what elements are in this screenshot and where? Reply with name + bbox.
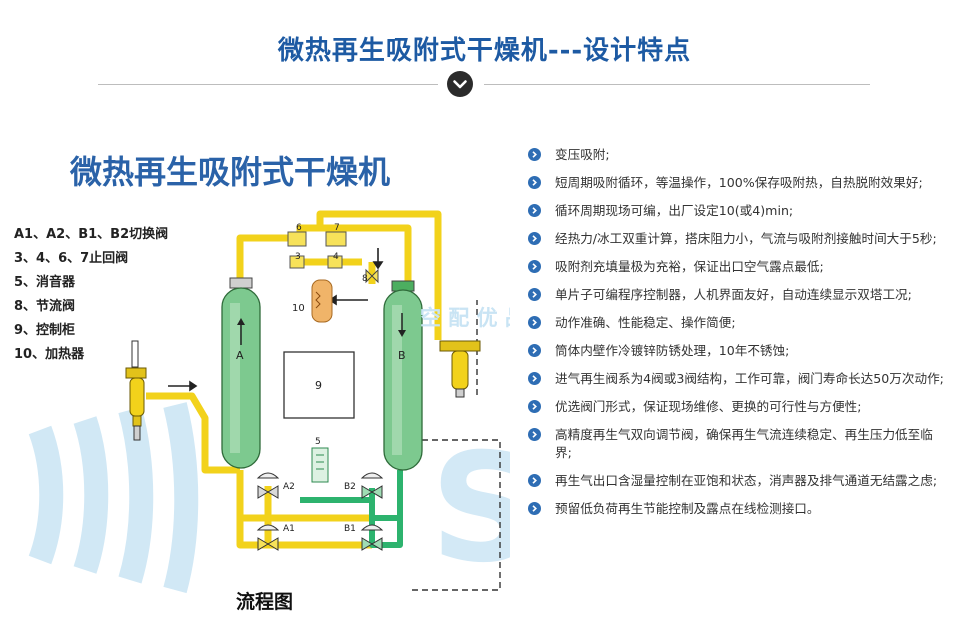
chevron-right-circle-icon bbox=[528, 260, 541, 273]
list-item: 动作准确、性能稳定、操作简便; bbox=[526, 314, 946, 332]
chevron-right-circle-icon bbox=[528, 428, 541, 441]
flow-diagram: S bbox=[0, 120, 538, 637]
legend-item: 3、4、6、7止回阀 bbox=[14, 250, 128, 266]
list-item: 经热力/冰工双重计算，搭床阻力小，气流与吸附剂接触时间大于5秒; bbox=[526, 230, 946, 248]
feature-text: 优选阀门形式，保证现场维修、更换的可行性与方便性; bbox=[555, 399, 862, 414]
feature-text: 高精度再生气双向调节阀，确保再生气流连续稳定、再生压力低至临界; bbox=[555, 427, 933, 460]
regeneration-pipes bbox=[300, 470, 403, 548]
chevron-right-circle-icon bbox=[528, 176, 541, 189]
tower-a-label: A bbox=[236, 349, 244, 362]
list-item: 高精度再生气双向调节阀，确保再生气流连续稳定、再生压力低至临界; bbox=[526, 426, 946, 461]
watermark-background bbox=[28, 402, 199, 594]
list-item: 再生气出口含湿量控制在亚饱和状态，消声器及排气通道无结露之虑; bbox=[526, 472, 946, 490]
tower-a: A bbox=[221, 277, 261, 469]
chevron-right-circle-icon bbox=[528, 372, 541, 385]
legend-item: 9、控制柜 bbox=[14, 322, 75, 338]
feature-text: 吸附剂充填量极为充裕，保证出口空气露点最低; bbox=[555, 259, 824, 274]
list-item: 吸附剂充填量极为充裕，保证出口空气露点最低; bbox=[526, 258, 946, 276]
svg-text:8: 8 bbox=[362, 274, 368, 284]
chevron-right-circle-icon bbox=[528, 232, 541, 245]
svg-text:9: 9 bbox=[315, 379, 322, 392]
legend-item: 5、消音器 bbox=[14, 274, 76, 290]
header-divider-left bbox=[98, 84, 438, 85]
chevron-right-circle-icon bbox=[528, 316, 541, 329]
svg-text:10: 10 bbox=[292, 303, 305, 314]
feature-text: 动作准确、性能稳定、操作简便; bbox=[555, 315, 736, 330]
page-title: 微热再生吸附式干燥机---设计特点 bbox=[277, 36, 692, 66]
legend: A1、A2、B1、B2切换阀 3、4、6、7止回阀 5、消音器 8、节流阀 9、… bbox=[14, 226, 168, 362]
feature-list: 变压吸附; 短周期吸附循环，等温操作，100%保存吸附热，自热脱附效果好; 循环… bbox=[526, 146, 946, 528]
list-item: 预留低负荷再生节能控制及露点在线检测接口。 bbox=[526, 500, 946, 518]
feature-text: 经热力/冰工双重计算，搭床阻力小，气流与吸附剂接触时间大于5秒; bbox=[555, 231, 937, 246]
svg-text:S: S bbox=[430, 422, 510, 596]
inlet-filter bbox=[125, 340, 147, 441]
list-item: 短周期吸附循环，等温操作，100%保存吸附热，自热脱附效果好; bbox=[526, 174, 946, 192]
svg-text:3: 3 bbox=[295, 252, 301, 262]
list-item: 优选阀门形式，保证现场维修、更换的可行性与方便性; bbox=[526, 398, 946, 416]
chevron-right-circle-icon bbox=[528, 148, 541, 161]
tower-b: B bbox=[383, 280, 423, 471]
feature-text: 循环周期现场可编，出厂设定10(或4)min; bbox=[555, 203, 794, 218]
list-item: 进气再生阀系为4阀或3阀结构，工作可靠，阀门寿命长达50万次动作; bbox=[526, 370, 946, 388]
svg-text:B2: B2 bbox=[344, 482, 356, 492]
list-item: 变压吸附; bbox=[526, 146, 946, 164]
heater: 10 bbox=[292, 279, 333, 323]
legend-item: 10、加热器 bbox=[14, 346, 85, 362]
svg-text:6: 6 bbox=[296, 223, 302, 233]
flow-arrows bbox=[168, 248, 384, 392]
switching-valves: A2 B2 A1 B1 bbox=[256, 472, 384, 551]
list-item: 筒体内壁作冷镀锌防锈处理，10年不锈蚀; bbox=[526, 342, 946, 360]
check-valves: 6 7 3 4 bbox=[287, 223, 347, 269]
chevron-right-circle-icon bbox=[528, 344, 541, 357]
list-item: 循环周期现场可编，出厂设定10(或4)min; bbox=[526, 202, 946, 220]
svg-text:5: 5 bbox=[315, 437, 321, 447]
feature-text: 单片子可编程序控制器，人机界面友好，自动连续显示双塔工况; bbox=[555, 287, 912, 302]
watermark-text: 空 配 优 品 bbox=[420, 306, 510, 330]
chevron-right-circle-icon bbox=[528, 204, 541, 217]
legend-item: A1、A2、B1、B2切换阀 bbox=[14, 226, 168, 242]
legend-item: 8、节流阀 bbox=[14, 298, 75, 314]
svg-text:B1: B1 bbox=[344, 524, 356, 534]
chevron-right-circle-icon bbox=[528, 288, 541, 301]
feature-text: 进气再生阀系为4阀或3阀结构，工作可靠，阀门寿命长达50万次动作; bbox=[555, 371, 944, 386]
feature-text: 筒体内壁作冷镀锌防锈处理，10年不锈蚀; bbox=[555, 343, 790, 358]
feature-text: 短周期吸附循环，等温操作，100%保存吸附热，自热脱附效果好; bbox=[555, 175, 923, 190]
list-item: 单片子可编程序控制器，人机界面友好，自动连续显示双塔工况; bbox=[526, 286, 946, 304]
diagram-title: 微热再生吸附式干燥机 bbox=[69, 153, 390, 191]
chevron-right-circle-icon bbox=[528, 501, 541, 515]
chevron-down-icon[interactable] bbox=[447, 71, 473, 97]
tower-b-label: B bbox=[398, 349, 406, 362]
svg-text:4: 4 bbox=[333, 252, 339, 262]
control-cabinet: 9 bbox=[283, 351, 355, 419]
svg-text:A1: A1 bbox=[283, 524, 295, 534]
header-divider-right bbox=[484, 84, 870, 85]
svg-text:A2: A2 bbox=[283, 482, 295, 492]
svg-text:7: 7 bbox=[334, 223, 340, 233]
muffler: 5 bbox=[311, 437, 329, 483]
feature-text: 预留低负荷再生节能控制及露点在线检测接口。 bbox=[555, 500, 820, 516]
control-lines bbox=[412, 300, 501, 591]
chevron-right-circle-icon bbox=[528, 400, 541, 413]
outlet-filter bbox=[439, 340, 481, 398]
feature-text: 变压吸附; bbox=[555, 147, 610, 162]
watermark-logo: S bbox=[430, 422, 538, 596]
chevron-right-circle-icon bbox=[528, 473, 541, 487]
diagram-caption: 流程图 bbox=[236, 590, 293, 613]
feature-text: 再生气出口含湿量控制在亚饱和状态，消声器及排气通道无结露之虑; bbox=[555, 472, 938, 488]
throttle-valve: 8 bbox=[362, 268, 379, 284]
